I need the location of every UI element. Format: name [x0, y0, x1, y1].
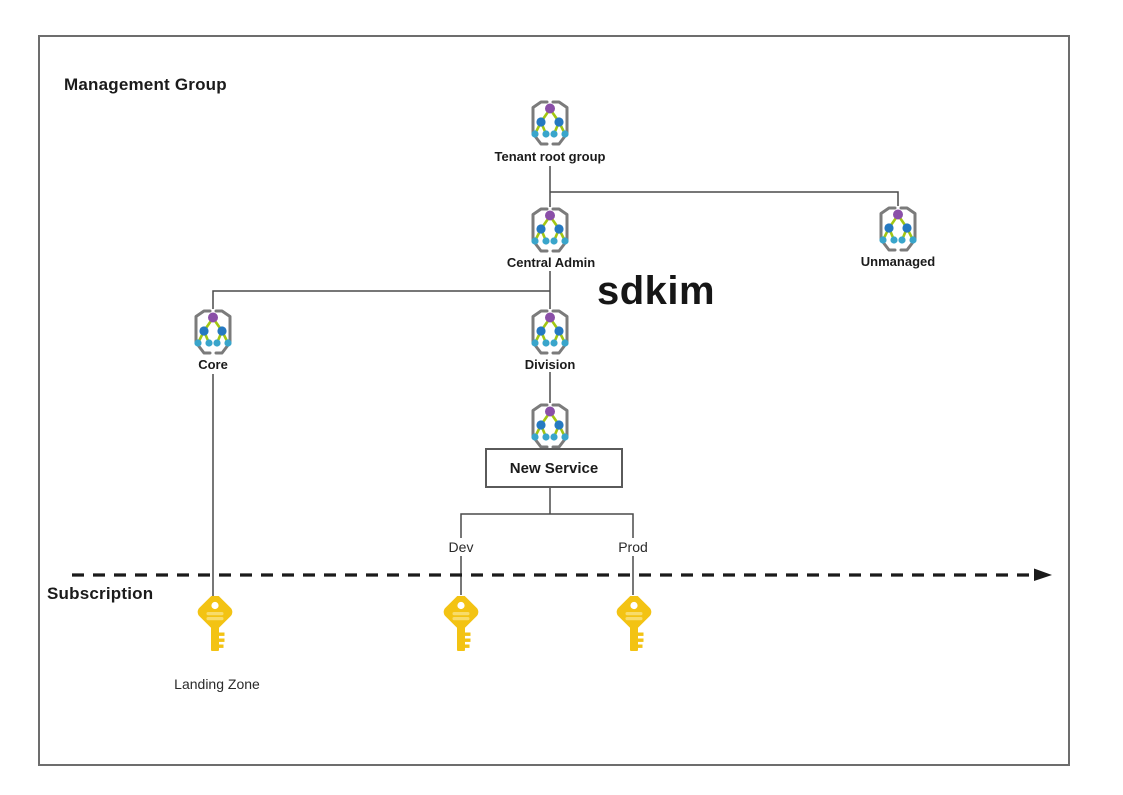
node-label-core: Core	[198, 357, 228, 372]
subscription-key-icon	[194, 596, 236, 653]
node-label-new-service: New Service	[509, 459, 599, 477]
subscription-key-icon	[440, 596, 482, 653]
node-label-division: Division	[524, 357, 576, 372]
management-group-zone-label: Management Group	[64, 75, 227, 94]
new-service-box: New Service	[485, 448, 623, 488]
arrowhead-icon	[1034, 568, 1052, 581]
management-group-icon	[526, 403, 574, 449]
node-label-central-admin: Central Admin	[506, 255, 596, 270]
subscription-zone-label: Subscription	[47, 584, 154, 603]
management-group-boundary-frame	[38, 35, 1070, 766]
management-group-icon	[526, 309, 574, 355]
node-label-prod: Prod	[618, 539, 648, 555]
management-group-icon	[526, 100, 574, 146]
management-group-icon	[526, 207, 574, 253]
management-group-icon	[874, 206, 922, 252]
subscription-separator-line	[72, 568, 1052, 581]
node-label-tenant-root: Tenant root group	[494, 149, 606, 164]
subscription-key-icon	[613, 596, 655, 653]
node-label-unmanaged: Unmanaged	[860, 254, 936, 269]
node-label-landing-zone: Landing Zone	[174, 676, 260, 692]
annotation-text: sdkim	[597, 269, 716, 313]
management-group-icon	[189, 309, 237, 355]
node-label-dev: Dev	[448, 539, 474, 555]
